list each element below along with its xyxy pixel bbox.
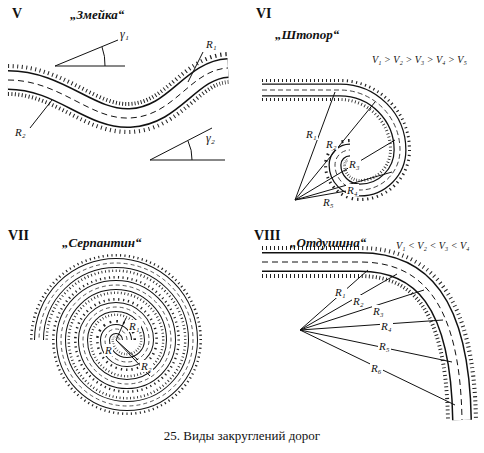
radius-label: R₄ [380,320,393,332]
radius-label: R₂ [140,360,153,372]
angle-label: γ₁ [120,28,129,41]
panel-number: VIII [254,228,280,243]
radius-label: R₃ [348,158,361,170]
panel-title: „Отдушина“ [290,236,366,250]
radius-label: R₂ [325,138,338,150]
serpentine-road [39,263,193,406]
radius-label: R₆ [370,362,383,374]
radius-label: R₂ [14,126,27,138]
speed-relation: V₁ < V₂ < V₃ < V₄ [396,240,470,251]
vent-road [262,262,462,420]
panel-title: „Штопор“ [275,28,339,42]
panel-number: V [12,6,22,21]
radius-label: R₁ [334,286,347,298]
snake-road [8,40,228,160]
panel-number: VII [8,228,29,243]
radius-label: R₄ [346,184,359,196]
radius-label: R₅ [378,340,391,352]
radius-label: R₂ [352,295,365,307]
panel-title: „Серпантин“ [62,236,142,250]
radius-label: R₁ [305,128,318,140]
panel-number: VI [256,6,272,21]
angle-label: γ₂ [206,132,215,145]
figure-caption: 25. Виды закруглений дорог [0,428,484,444]
radius-label: R [104,344,113,356]
radius-label: R₁ [128,320,141,332]
corkscrew-road [262,90,400,200]
speed-relation: V₁ > V₂ > V₃ > V₄ > V₅ [372,54,467,65]
panel-title: „Змейка“ [70,8,124,22]
radius-label: R₁ [205,38,218,50]
radius-label: R₃ [372,305,385,317]
radius-label: R₅ [322,196,335,208]
